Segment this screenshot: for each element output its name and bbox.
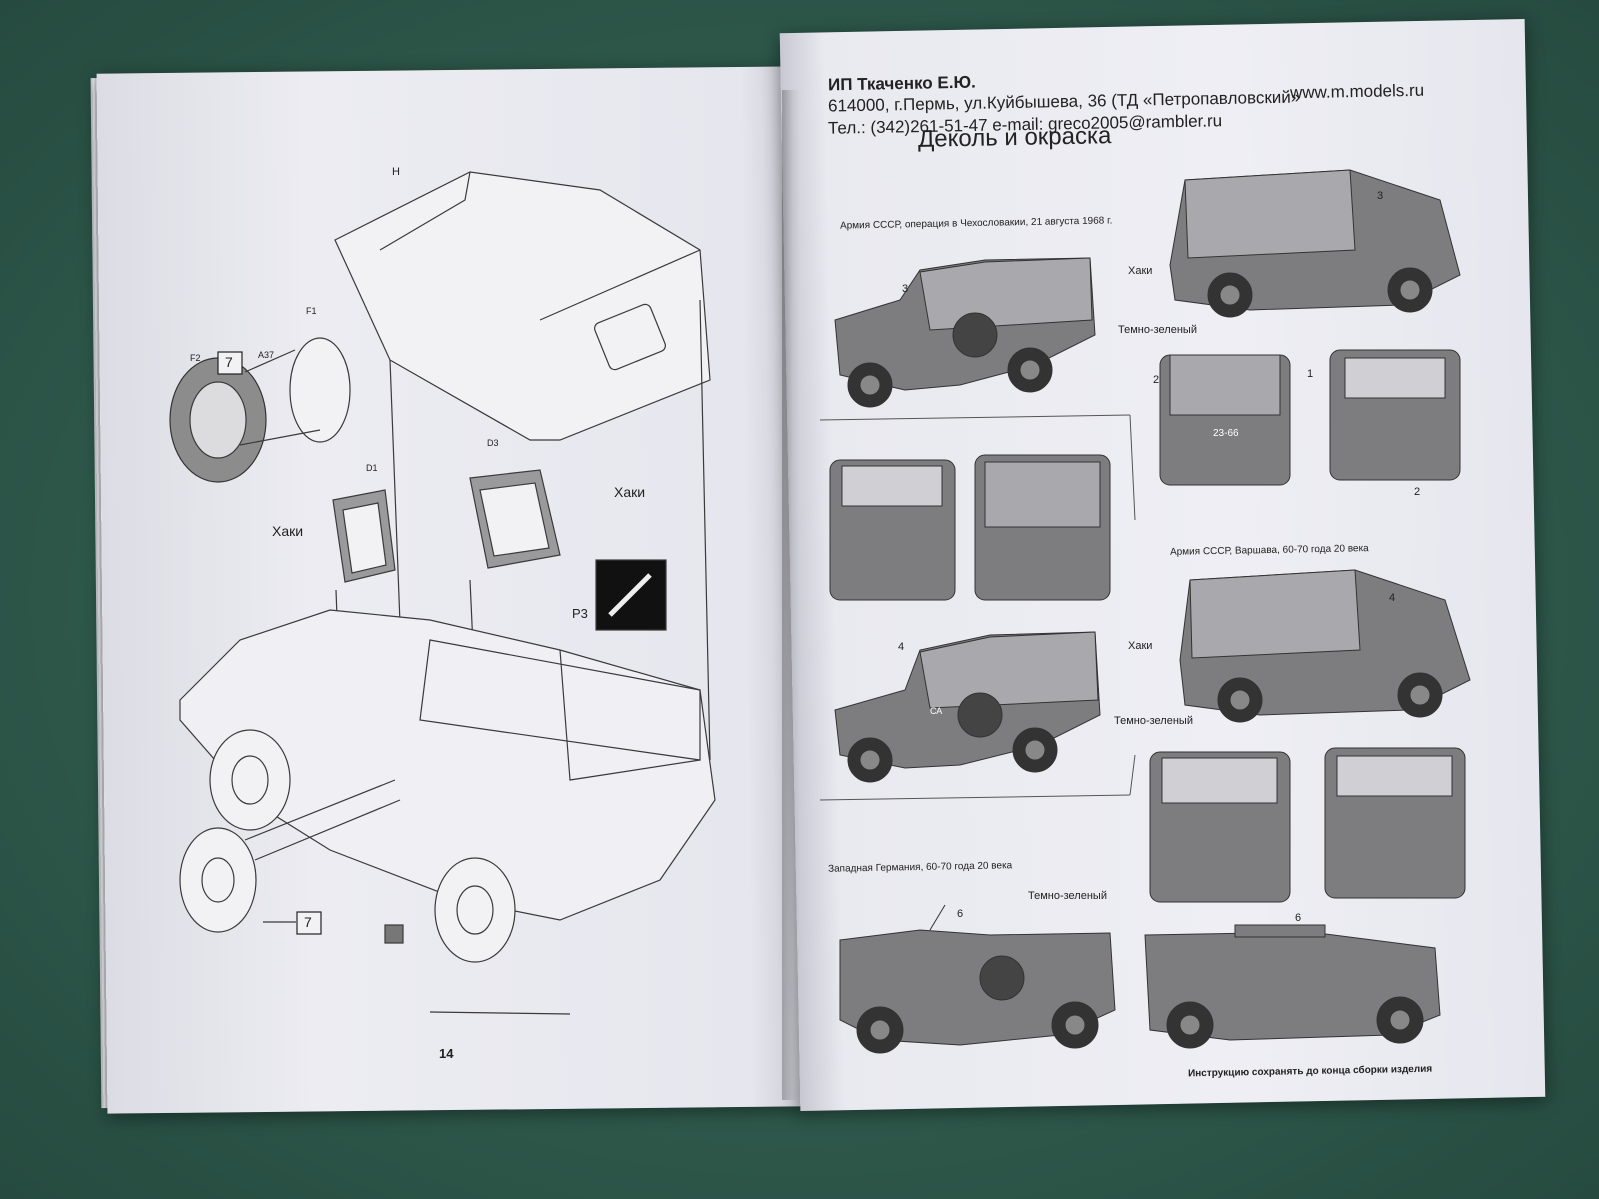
book-gutter — [782, 90, 800, 1100]
scheme-2-marker-a: 4 — [898, 641, 905, 653]
assembly-diagram — [169, 171, 716, 1015]
scheme-1-marker-d: 1 — [1307, 368, 1314, 380]
painting-scheme-1-front-views — [819, 414, 1136, 601]
painting-scheme-1 — [834, 169, 1461, 486]
scheme-2-emblem: СА — [930, 706, 943, 716]
part-label-f2: F2 — [190, 353, 201, 363]
scheme-3-label-dark-green: Темно-зеленый — [1028, 890, 1107, 902]
color-label-khaki-left: Хаки — [272, 523, 304, 539]
scheme-2-marker-b: 4 — [1389, 592, 1396, 604]
part-label-d1: D1 — [366, 463, 378, 473]
page-number: 14 — [439, 1046, 454, 1061]
scheme-3-marker-b: 6 — [1295, 912, 1302, 924]
part-label-h: H — [392, 166, 400, 178]
scheme-1-marker-b: 3 — [1377, 190, 1384, 202]
scheme-1-label-khaki: Хаки — [1128, 265, 1153, 277]
step-ref-box-bottom — [296, 911, 322, 935]
canvas-top-part — [334, 171, 711, 441]
loose-wheel — [179, 827, 257, 933]
step-ref-box-top — [217, 351, 243, 375]
scheme-1-label-dark-green: Темно-зеленый — [1118, 324, 1197, 336]
scheme-1-marker-a: 3 — [902, 283, 909, 295]
scheme-1-marker-c: 2 — [1153, 374, 1160, 386]
part-label-a37: A37 — [258, 350, 275, 360]
part-label-p3: P3 — [572, 606, 588, 621]
section-title: Деколь и окраска — [917, 122, 1112, 153]
step-ref-bottom: 7 — [304, 914, 312, 930]
scheme-1-plate: 23-66 — [1213, 428, 1239, 439]
step-ref-top: 7 — [225, 354, 233, 370]
color-label-khaki-door: Хаки — [614, 484, 646, 500]
painting-scheme-2 — [819, 569, 1471, 903]
part-label-f1: F1 — [306, 306, 317, 316]
company-name: ИП Ткаченко Е.Ю. — [827, 72, 976, 95]
scheme-1-marker-e: 2 — [1414, 486, 1421, 498]
scheme-2-label-khaki: Хаки — [1128, 640, 1153, 652]
scheme-3-marker-a: 6 — [957, 908, 964, 920]
company-website: www.m.models.ru — [1289, 80, 1425, 103]
scheme-2-label-dark-green: Темно-зеленый — [1114, 715, 1193, 727]
part-label-d3: D3 — [487, 438, 499, 448]
painting-scheme-3 — [839, 904, 1441, 1054]
